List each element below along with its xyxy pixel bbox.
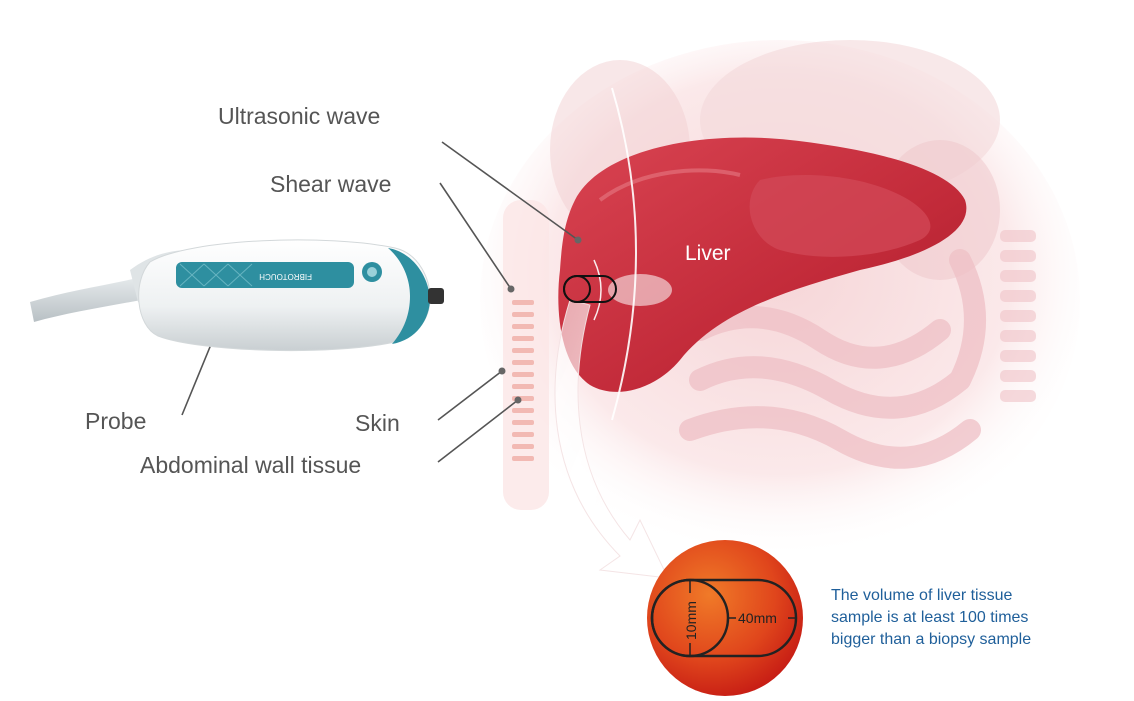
probe-device: FIBROTOUCH — [30, 240, 444, 351]
note-line-2: sample is at least 100 times — [831, 607, 1101, 629]
leader-skin — [438, 371, 502, 420]
sample-diameter-label: 10mm — [683, 601, 699, 640]
beam-glow — [608, 274, 672, 306]
abdominal-wall-strip — [503, 200, 549, 510]
dot-skin — [499, 368, 506, 375]
probe-brand-text: FIBROTOUCH — [259, 272, 312, 281]
label-probe: Probe — [85, 408, 146, 435]
label-ultrasonic-wave: Ultrasonic wave — [218, 103, 380, 130]
volume-note: The volume of liver tissue sample is at … — [831, 585, 1101, 651]
dot-shear-wave — [508, 286, 515, 293]
dot-ultrasonic-wave — [575, 237, 582, 244]
liver-label: Liver — [685, 242, 731, 265]
label-shear-wave: Shear wave — [270, 171, 391, 198]
dot-abdominal-wall — [515, 397, 522, 404]
leader-probe — [182, 342, 212, 415]
label-skin: Skin — [355, 410, 400, 437]
label-abdominal-wall: Abdominal wall tissue — [140, 452, 361, 479]
note-line-1: The volume of liver tissue — [831, 585, 1101, 607]
sample-sphere: 10mm 40mm — [647, 540, 803, 696]
sample-length-label: 40mm — [738, 610, 777, 626]
note-line-3: bigger than a biopsy sample — [831, 629, 1101, 651]
